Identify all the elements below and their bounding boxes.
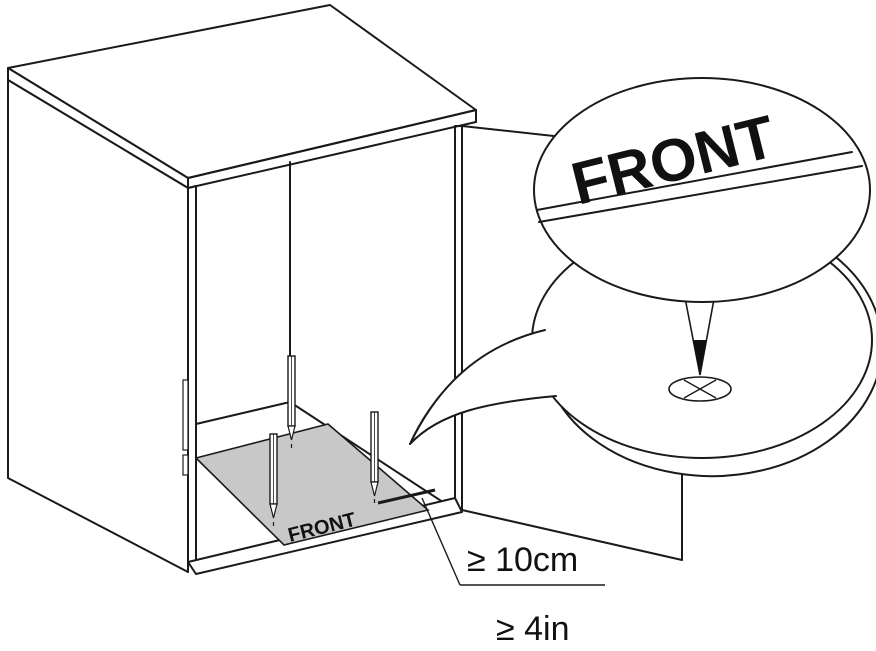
distance-indicator: ≥ 10cm ≥ 4in (377, 488, 605, 648)
pencil-icon (370, 411, 379, 503)
front-zoom-edge-upper (536, 151, 853, 211)
hinge-lower (182, 454, 189, 476)
zoom-callout-front: FRONT (533, 77, 871, 303)
front-zoom-circle (533, 77, 871, 303)
pencil-icon (287, 355, 296, 448)
distance-bar (377, 488, 436, 505)
pencil-icon (269, 433, 278, 526)
distance-imperial-label: ≥ 4in (496, 610, 569, 648)
back-floor-left (195, 401, 291, 425)
front-zoom-edge-lower (538, 165, 863, 223)
top-front-edge (187, 109, 477, 179)
cross-mark-icon (668, 376, 732, 402)
top-front-edge-lower (187, 121, 477, 189)
hinge-upper (182, 379, 189, 451)
cabinet (7, 4, 477, 575)
left-panel-thickness (187, 185, 197, 189)
distance-leader (421, 497, 461, 586)
distance-metric-label: ≥ 10cm (467, 541, 578, 579)
